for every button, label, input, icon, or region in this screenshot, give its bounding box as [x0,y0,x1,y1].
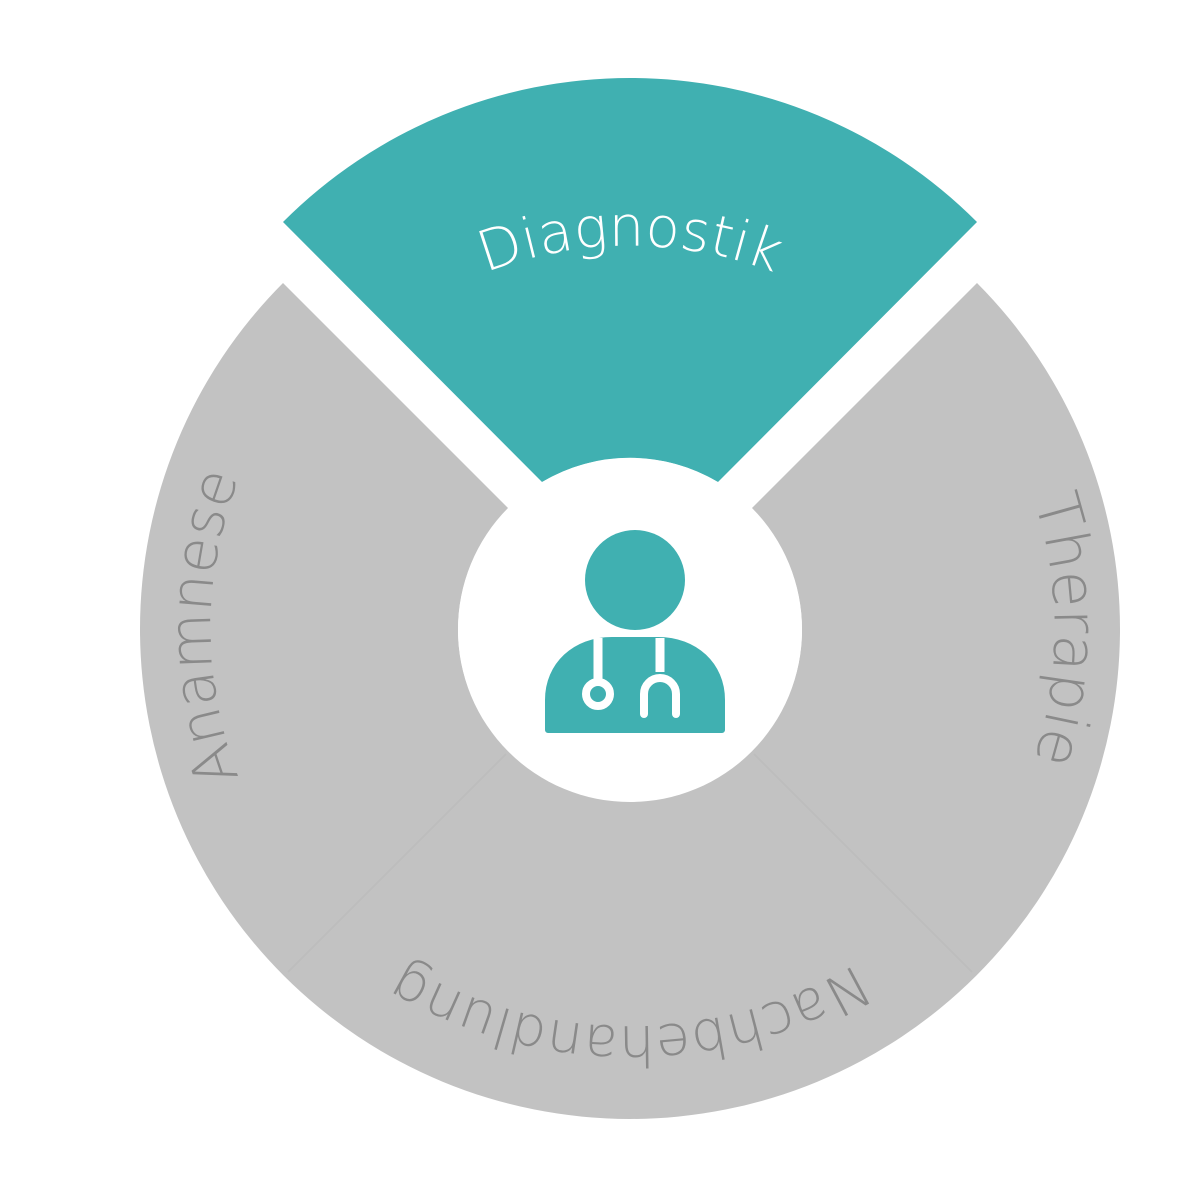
center-circle [458,458,802,802]
divider-anamnese-nachbehandlung [287,753,507,973]
doctor-icon [545,530,725,733]
segment-inactive-ring[interactable] [139,283,1121,1119]
divider-nachbehandlung-therapie [753,753,973,973]
segment-diagnostik[interactable] [283,77,977,482]
